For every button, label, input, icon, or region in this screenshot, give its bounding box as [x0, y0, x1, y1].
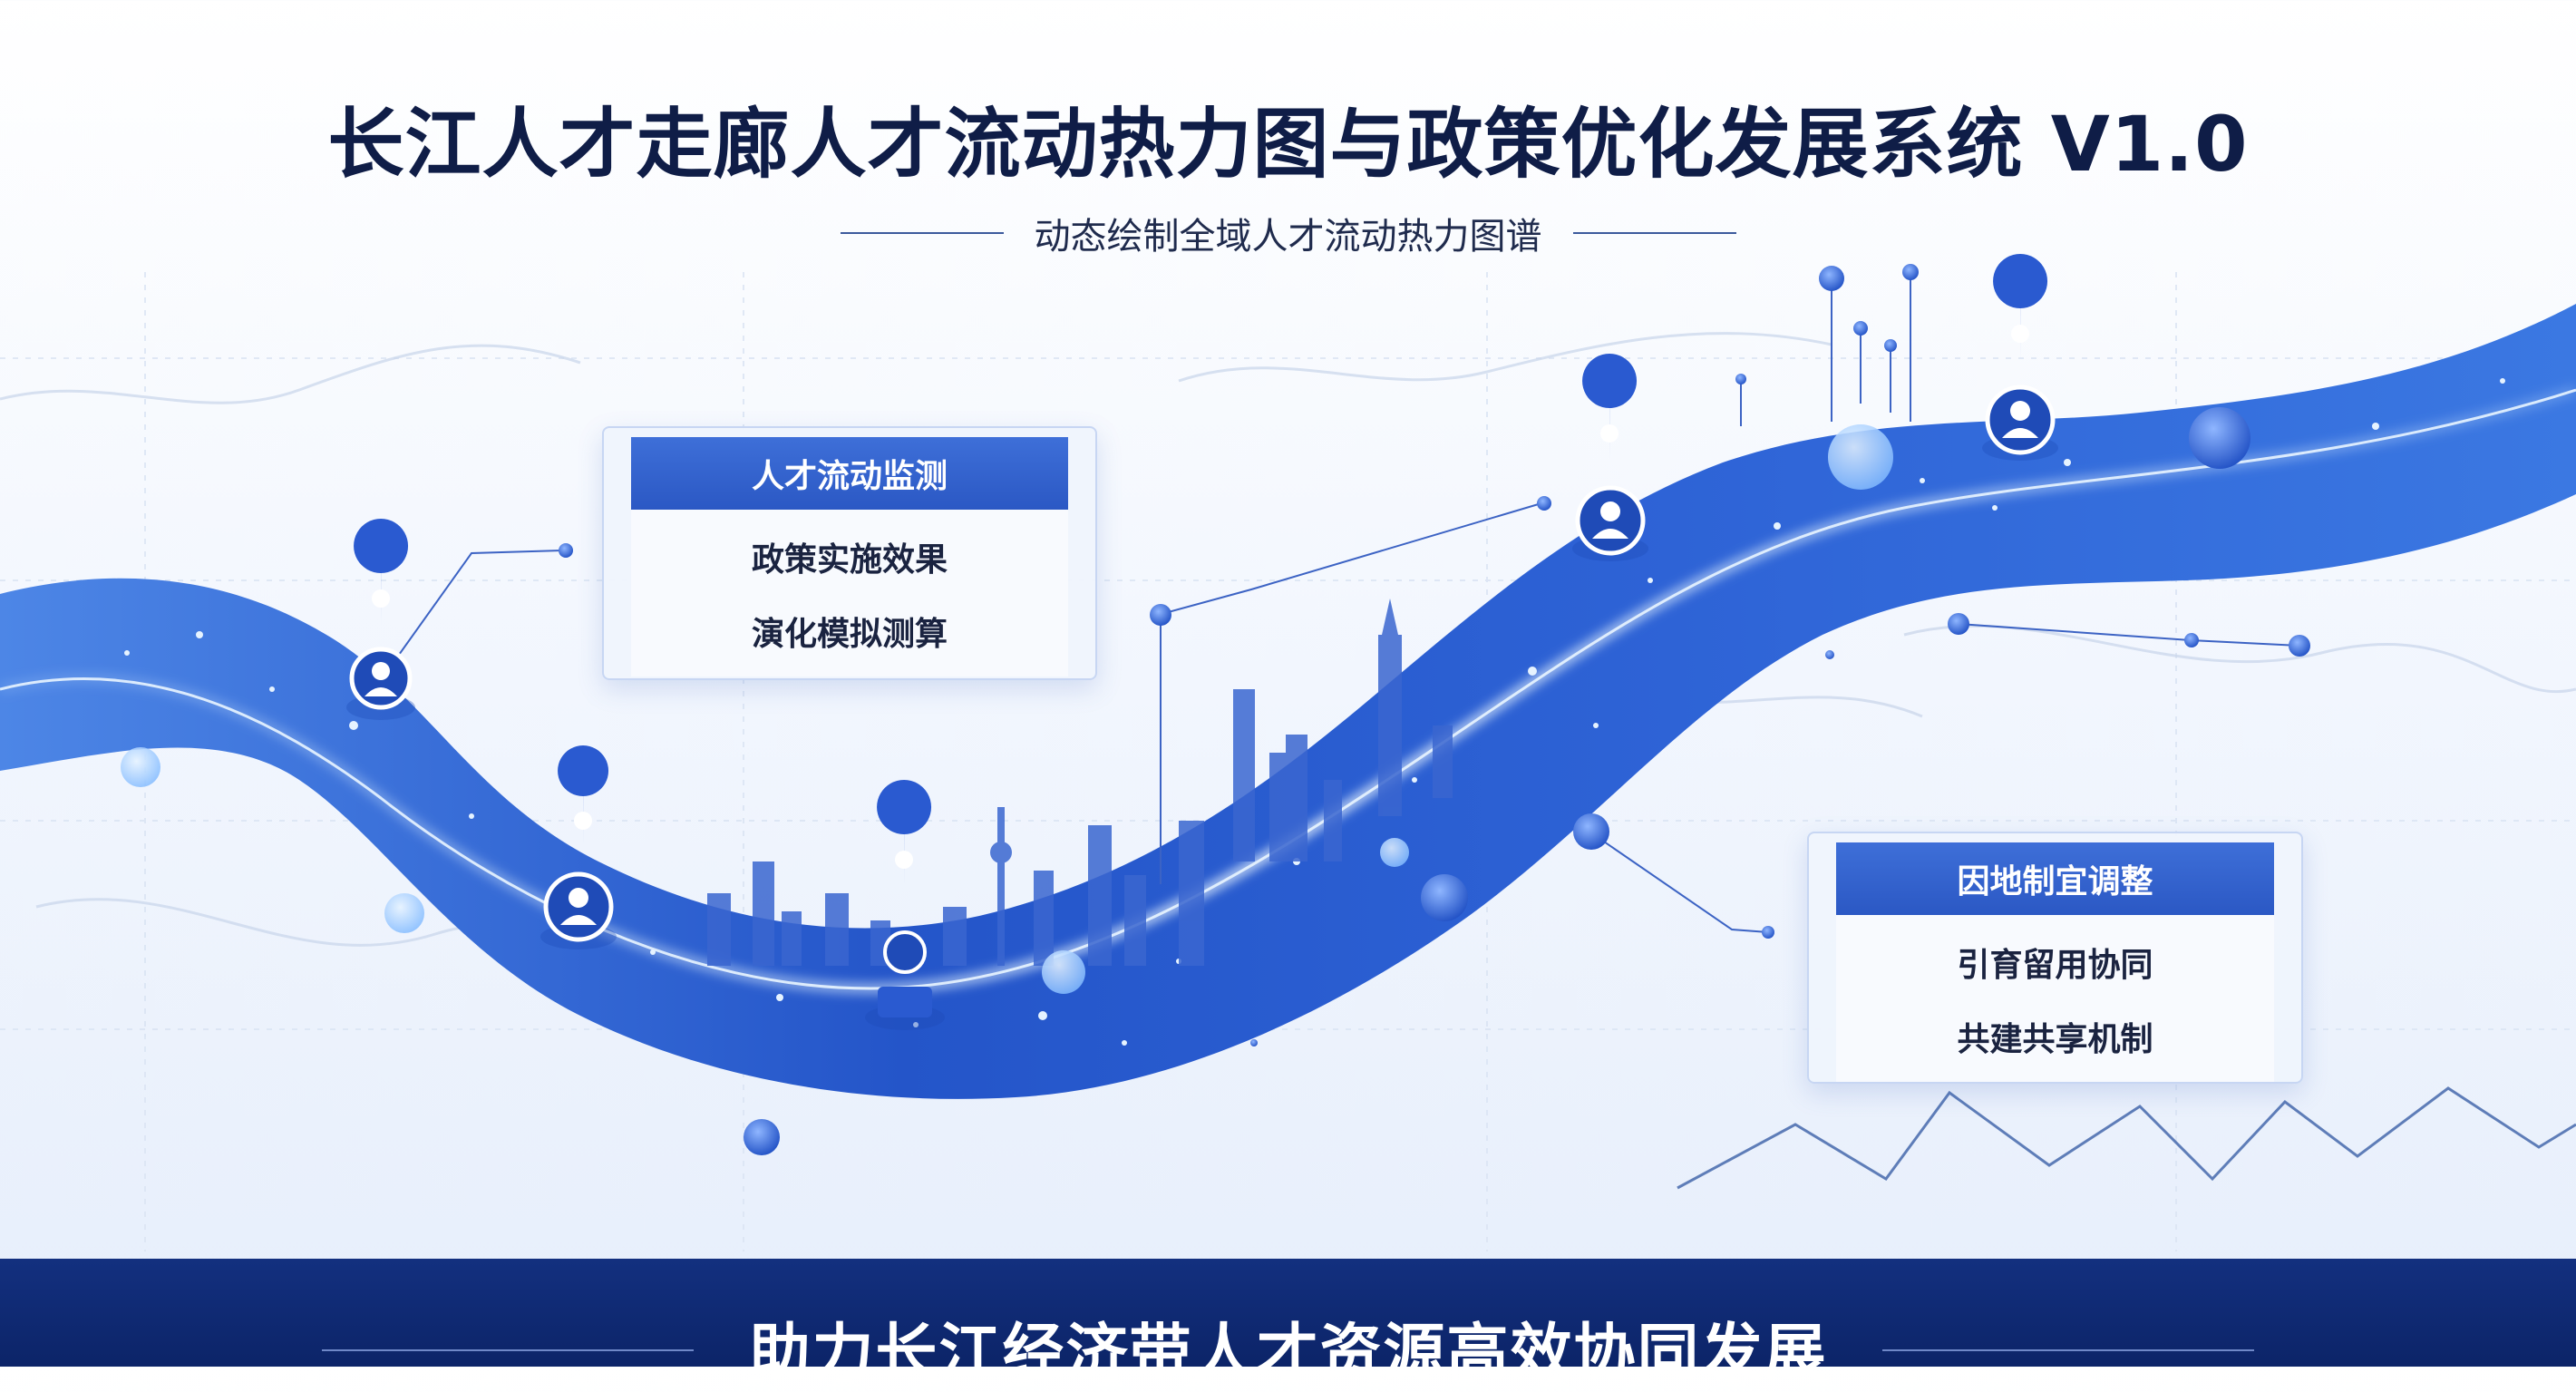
talent-monitor-panel[interactable]: 人才流动监测 政策实施效果 演化模拟测算 — [602, 426, 1097, 680]
footer-banner-text: 助力长江经济带人才资源高效协同发展 — [748, 1318, 1828, 1389]
local-adjust-panel[interactable]: 因地制宜调整 引育留用协同 共建共享机制 — [1807, 832, 2303, 1084]
trend-line — [1677, 1086, 2576, 1190]
location-pin-icon — [354, 254, 2048, 887]
person-pin-icon — [346, 647, 415, 720]
subtitle-row: 动态绘制全域人才流动热力图谱 — [0, 207, 2576, 259]
panel-title: 人才流动监测 — [631, 437, 1068, 510]
panel-line: 共建共享机制 — [1957, 1021, 2153, 1058]
river-highlight — [0, 388, 2576, 990]
bubble-nodes — [121, 424, 1893, 994]
panel-body: 引育留用协同 共建共享机制 — [1836, 915, 2274, 1082]
person-pin-icon — [1982, 385, 2058, 461]
page-subtitle: 动态绘制全域人才流动热力图谱 — [1034, 216, 1542, 258]
banner-rule-left — [322, 1349, 694, 1351]
subtitle-rule-right — [1572, 232, 1736, 234]
panel-line: 政策实施效果 — [751, 541, 948, 579]
person-pin-icon — [1572, 485, 1648, 561]
city-skyline — [707, 599, 1453, 966]
pin-glyphs — [372, 325, 2029, 869]
page-title: 长江人才走廊人才流动热力图与政策优化发展系统 V1.0 — [327, 100, 2249, 189]
banner-rule-right — [1882, 1349, 2254, 1351]
subtitle-rule-left — [840, 232, 1004, 234]
panel-body: 政策实施效果 演化模拟测算 — [631, 510, 1068, 677]
person-pin-icon — [540, 871, 617, 949]
footer-banner: 助力长江经济带人才资源高效协同发展 — [0, 1259, 2576, 1389]
panel-title: 因地制宜调整 — [1836, 842, 2274, 915]
network-node-icon — [559, 264, 2310, 1155]
location-pin-icon — [865, 930, 945, 1030]
panel-line: 演化模拟测算 — [751, 616, 948, 653]
panel-line: 引育留用协同 — [1957, 947, 2153, 984]
